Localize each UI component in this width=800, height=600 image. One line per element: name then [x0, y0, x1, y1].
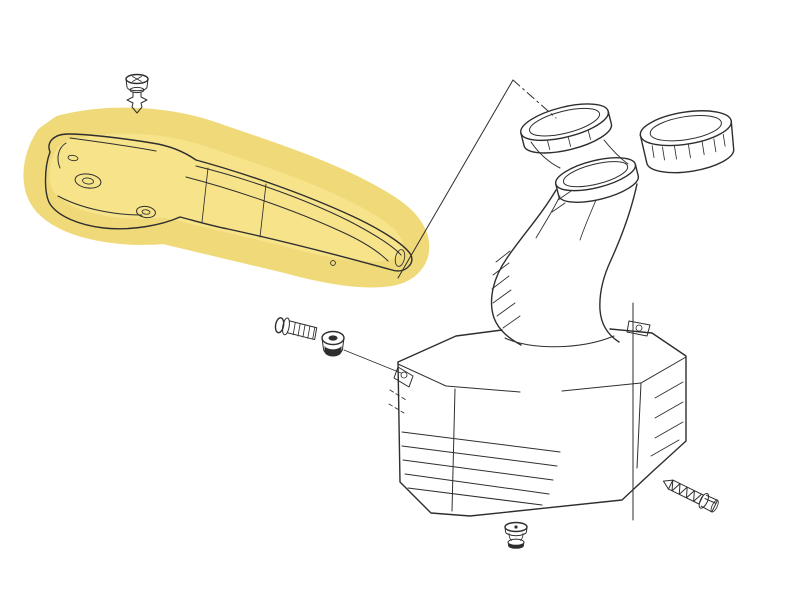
hatch-lines [491, 190, 572, 329]
clip-collar [129, 86, 145, 94]
resonator-chamber [388, 320, 687, 517]
grommet-dark-band [508, 541, 524, 549]
mount-spacer [321, 330, 402, 374]
screw-head-end [710, 499, 719, 513]
air-intake-tube [490, 183, 638, 348]
clamp-ticks [547, 130, 591, 151]
ring-inner [649, 114, 722, 142]
clip-stem [126, 91, 148, 114]
top-bracket-hole [635, 324, 643, 332]
coupler-ring [639, 110, 735, 174]
hidden-lines [388, 389, 407, 414]
duct-crease-lines [201, 167, 267, 238]
duct-channel-line [185, 176, 389, 262]
flange-inner-edge [57, 137, 157, 216]
leader-solid [397, 79, 514, 279]
tube-left-edge [490, 189, 557, 346]
box-hatching [650, 381, 684, 457]
grommet-flange [504, 526, 528, 537]
slot-hole [67, 154, 79, 162]
ring-knurl-ticks [651, 133, 726, 161]
clamp-inner [529, 107, 601, 137]
rib-lines [401, 431, 561, 506]
spacer-leader [343, 349, 402, 374]
rubber-grommet [504, 521, 528, 549]
air-intake-duct [44, 133, 413, 272]
bolt-threads [292, 322, 316, 340]
clip-cap-side [125, 78, 149, 92]
duct-inner-wall [195, 165, 402, 256]
tube-crease [535, 195, 597, 241]
leader-dashdot [512, 79, 557, 119]
clip-cross-slot-icon [132, 76, 142, 82]
duct-pin-hole [330, 260, 336, 266]
spacer-top [321, 330, 345, 346]
box-top-face-edge [397, 356, 687, 393]
tube-right-edge [599, 183, 638, 343]
mounting-hole [74, 173, 102, 189]
tube-neck [530, 139, 629, 169]
clamp-inner [562, 161, 629, 188]
tube-hatching [491, 190, 572, 329]
clamp-band [520, 110, 613, 154]
top-bracket [626, 320, 651, 337]
ring-band [639, 120, 735, 174]
mounting-hole [136, 205, 156, 219]
bolt-shaft [286, 320, 318, 341]
box-top-edge-left [397, 329, 503, 363]
duct-outline [44, 133, 413, 272]
spacer-hole [328, 335, 338, 341]
mount-tab-hole [400, 371, 408, 379]
hatch-lines [650, 381, 684, 457]
screw-threads [667, 479, 704, 505]
bolt-flange [282, 317, 290, 336]
mounting-hole-inner [141, 209, 151, 215]
tube-skirt [504, 335, 615, 348]
box-seam [451, 388, 456, 512]
leader-line [397, 79, 557, 279]
ring-outer [639, 110, 733, 147]
screw-tip [662, 479, 674, 490]
lower-clamp-band [554, 157, 640, 203]
spacer-dark-band [324, 346, 342, 357]
duct-end-detail [394, 249, 406, 267]
mounting-hole-inner [82, 177, 94, 185]
flange-bolt [274, 317, 318, 341]
box-corner-line [636, 382, 642, 469]
push-clip-fastener [125, 73, 149, 114]
screw-washer [698, 492, 710, 509]
highlight-overlay [23, 107, 430, 288]
grommet-center-dot [514, 525, 518, 529]
mount-tab [393, 366, 414, 388]
box-ribs [401, 431, 561, 506]
box-outline [397, 328, 687, 517]
screw-hex-head [700, 494, 719, 513]
upper-clamp-band [520, 103, 613, 154]
tapping-screw [662, 479, 719, 513]
bolt-head [274, 317, 285, 334]
clamp-band [555, 163, 640, 203]
